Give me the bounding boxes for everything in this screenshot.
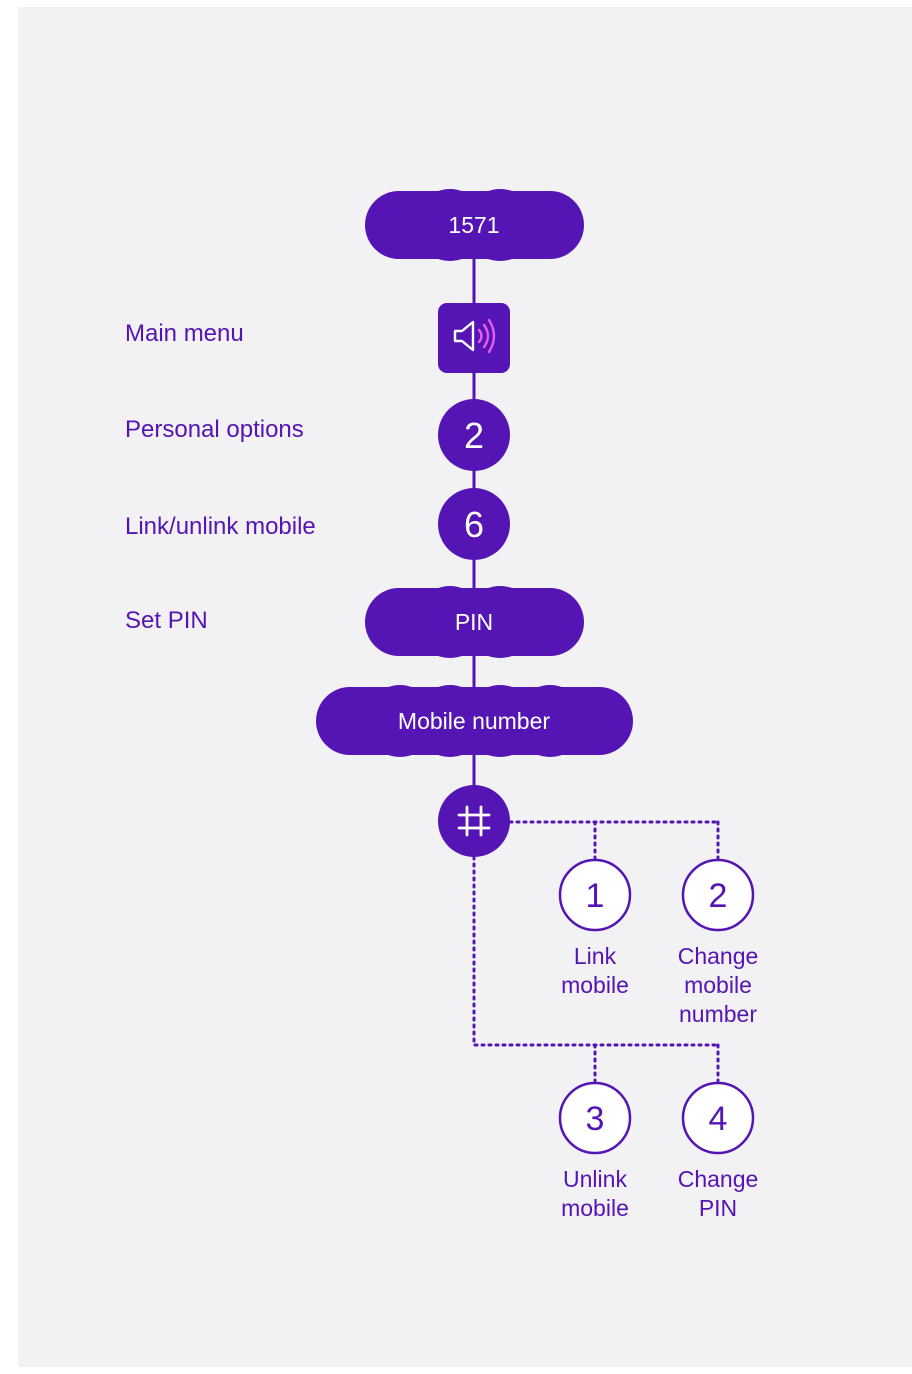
key-2-text: 2 [464, 415, 484, 456]
lower-branch-connector [472, 855, 720, 1083]
step-label-personal-options: Personal options [125, 416, 304, 443]
option-2-circle [681, 858, 755, 932]
option-1-label-line: mobile [561, 972, 629, 998]
option-3-key: 3 [586, 1100, 605, 1138]
key-2-node [438, 399, 510, 471]
option-3-label-line: Unlink [563, 1166, 627, 1192]
option-2-label-line: mobile [684, 972, 752, 998]
dial-1571-node [365, 189, 584, 261]
mobile-number-text: Mobile number [398, 708, 550, 734]
key-6-text: 6 [464, 504, 484, 545]
hash-key-node [438, 785, 510, 857]
option-1-label-line: Link [573, 943, 617, 969]
option-2-label: Change mobile number [658, 942, 778, 1029]
option-3-label-line: mobile [561, 1195, 629, 1221]
pin-text: PIN [455, 609, 493, 635]
branch-connectors [472, 820, 720, 1083]
step-label-main-menu: Main menu [125, 320, 244, 347]
option-3-label: Unlink mobile [535, 1165, 655, 1223]
option-4-key: 4 [709, 1100, 728, 1138]
option-4-label: Change PIN [658, 1165, 778, 1223]
hash-icon [457, 805, 491, 837]
pin-node [365, 586, 584, 658]
option-2-label-line: Change [677, 943, 759, 969]
dial-number-text: 1571 [448, 212, 499, 238]
mobile-number-node [316, 685, 633, 757]
step-label-link-unlink-mobile: Link/unlink mobile [125, 513, 316, 540]
key-6-node [438, 488, 510, 560]
option-4-circle [681, 1081, 755, 1155]
speaker-icon [453, 318, 496, 354]
option-2-key: 2 [709, 877, 728, 915]
option-1-key: 1 [586, 877, 605, 915]
upper-branch-connector [508, 820, 720, 860]
option-3-circle [558, 1081, 632, 1155]
option-2-label-line: number [679, 1001, 757, 1027]
step-label-set-pin: Set PIN [125, 607, 208, 634]
option-4-label-line: Change [677, 1166, 759, 1192]
option-4-label-line: PIN [698, 1195, 738, 1221]
option-1-label: Link mobile [535, 942, 655, 1000]
option-1-circle [558, 858, 632, 932]
